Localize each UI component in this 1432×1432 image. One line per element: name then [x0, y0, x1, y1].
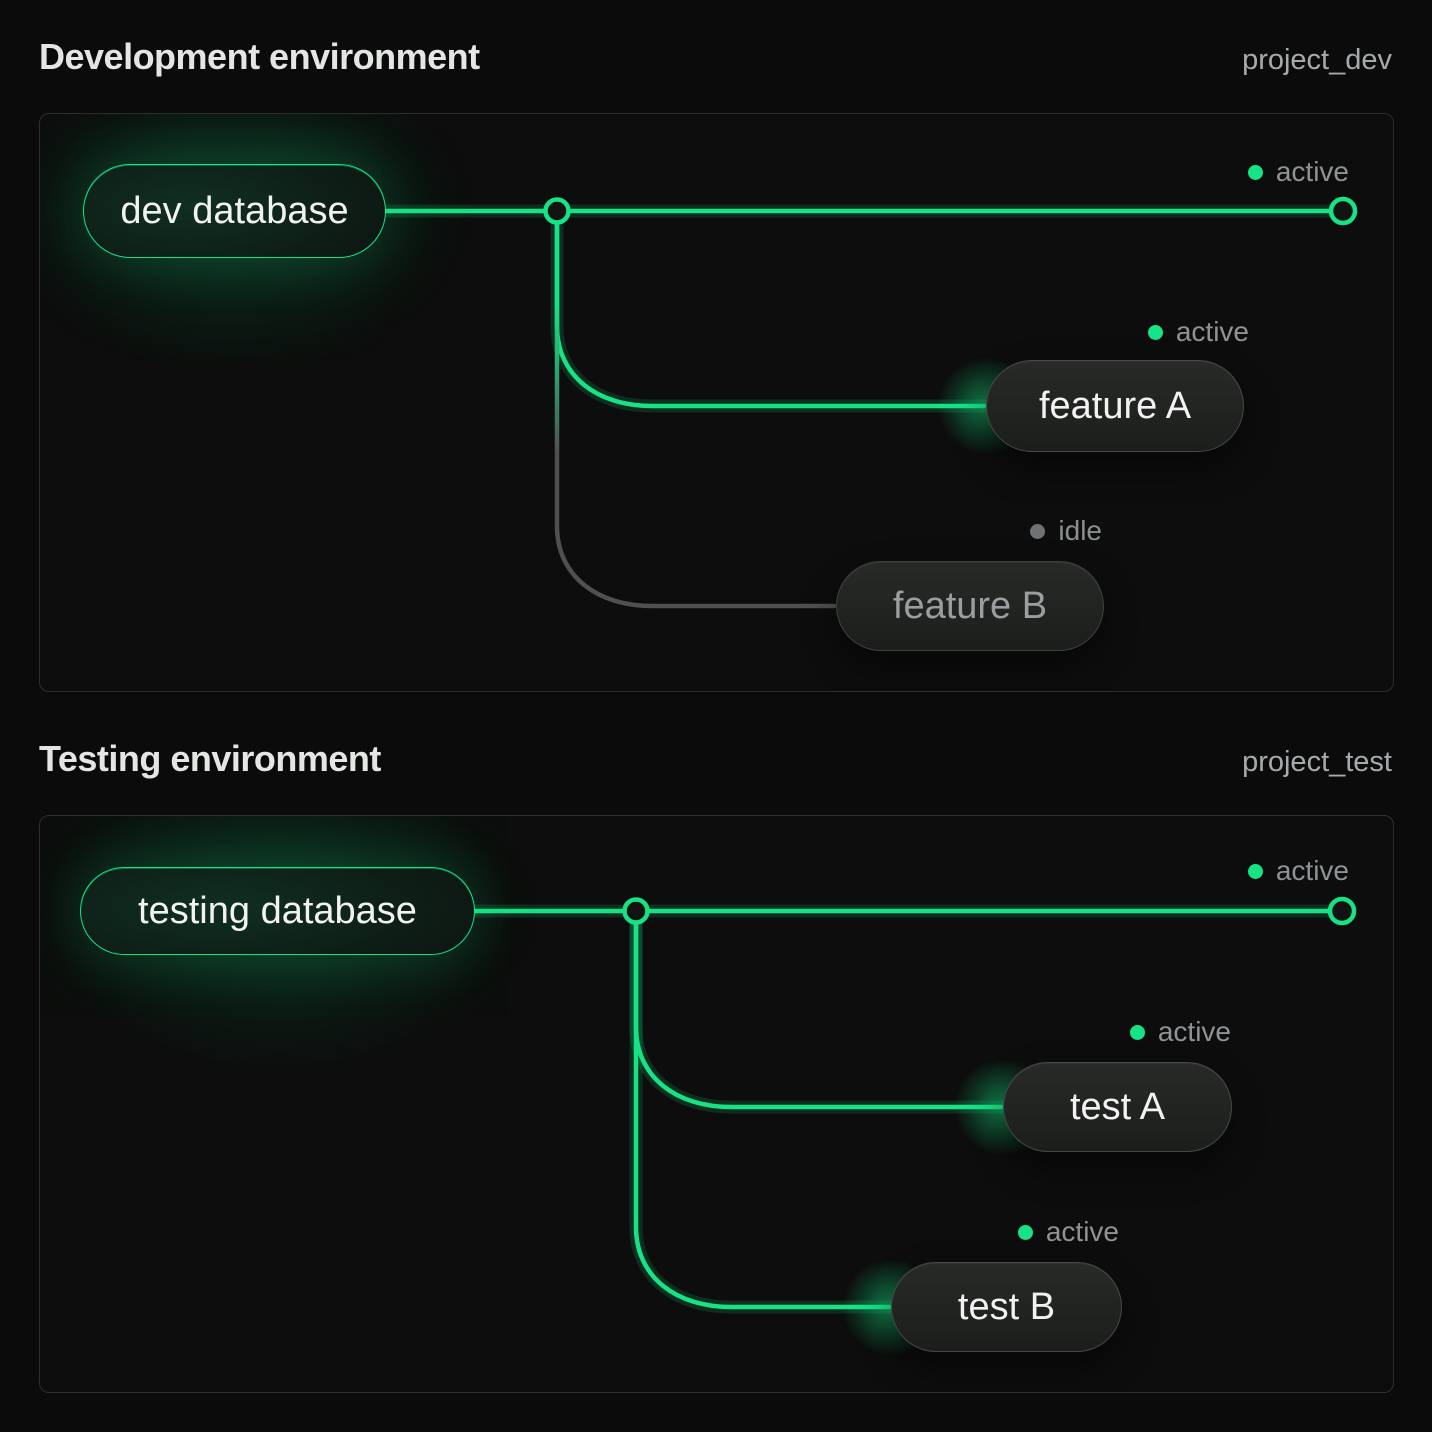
test-branch-a-line-bloom	[629, 904, 1008, 1114]
dev-project-label: project_dev	[1242, 44, 1392, 76]
test-main-status: active	[1247, 854, 1349, 888]
status-dot-icon	[1129, 1024, 1145, 1040]
test-b-status: active	[1017, 1215, 1119, 1249]
dev-section-header: Development environment project_dev	[39, 36, 1392, 78]
test-a-status: active	[1129, 1015, 1231, 1049]
dev-branch-graph	[379, 196, 1358, 609]
feature-a-label: feature A	[1038, 384, 1192, 427]
status-dot-icon	[1030, 523, 1046, 539]
feature-b-status-label: idle	[1058, 515, 1102, 546]
status-dot-icon	[1247, 863, 1263, 879]
testing-database-label: testing database	[138, 889, 417, 932]
test-section-title: Testing environment	[39, 738, 381, 779]
test-b-status-label: active	[1045, 1216, 1119, 1247]
test-b-label: test B	[957, 1285, 1056, 1328]
test-main-endpoint	[1327, 896, 1357, 926]
feature-a-node[interactable]: feature A	[986, 360, 1244, 452]
feature-a-status: active	[1147, 315, 1249, 349]
test-main-status-label: active	[1275, 855, 1349, 886]
dev-branch-b-line	[554, 210, 837, 609]
test-project-label: project_test	[1242, 746, 1392, 778]
testing-database-node[interactable]: testing database	[80, 867, 475, 955]
status-dot-icon	[1147, 324, 1163, 340]
dev-branch-a-line	[554, 208, 987, 409]
dev-branch-a-line-bloom	[550, 204, 991, 413]
dev-main-status: active	[1247, 155, 1349, 189]
status-dot-icon	[1017, 1224, 1033, 1240]
testing-environment-panel: testing database test A test B active ac…	[39, 815, 1394, 1393]
feature-b-status: idle	[1030, 514, 1102, 548]
dev-main-status-label: active	[1275, 156, 1349, 187]
test-section-header: Testing environment project_test	[39, 738, 1392, 780]
test-branch-junction	[622, 897, 650, 925]
test-a-label: test A	[1069, 1085, 1166, 1128]
dev-database-label: dev database	[120, 189, 349, 232]
test-a-status-label: active	[1157, 1016, 1231, 1047]
test-branch-graph	[468, 896, 1357, 1314]
feature-b-node[interactable]: feature B	[836, 561, 1104, 651]
feature-a-status-label: active	[1175, 316, 1249, 347]
status-dot-icon	[1247, 164, 1263, 180]
test-branch-a-line	[633, 908, 1004, 1110]
test-b-node[interactable]: test B	[891, 1262, 1122, 1352]
dev-branch-junction	[543, 197, 571, 225]
test-branch-b-line	[633, 908, 892, 1310]
dev-section-title: Development environment	[39, 36, 480, 77]
dev-database-node[interactable]: dev database	[83, 164, 386, 258]
dev-environment-panel: dev database feature A feature B active …	[39, 113, 1394, 692]
feature-b-label: feature B	[892, 584, 1048, 627]
test-a-node[interactable]: test A	[1003, 1062, 1232, 1152]
dev-main-endpoint	[1328, 196, 1358, 226]
